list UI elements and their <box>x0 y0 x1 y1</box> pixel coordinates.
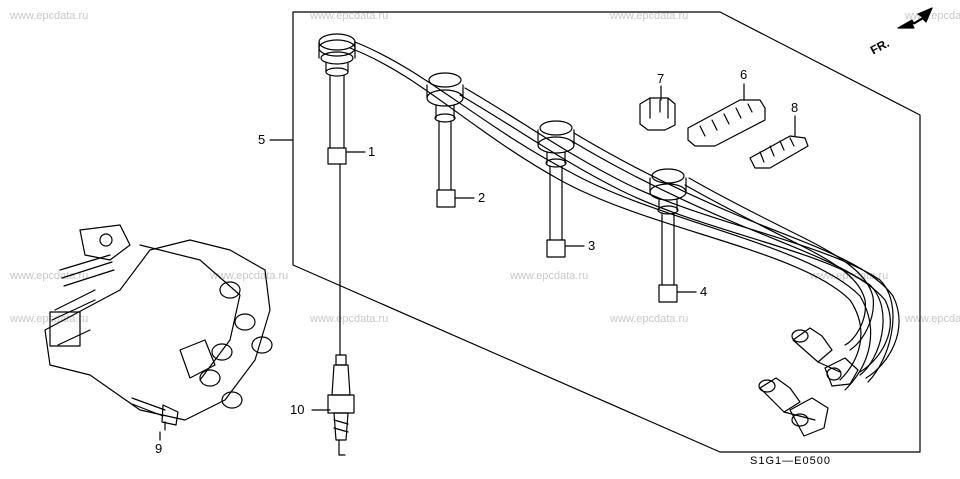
watermark: www.epcdata.ru <box>210 270 289 282</box>
distributor <box>44 224 273 421</box>
watermark: www.epcdata.ru <box>610 313 689 325</box>
plug-wire-2 <box>426 72 464 208</box>
watermark: www.epcdata.ru <box>905 313 960 325</box>
wire-holder-8 <box>749 135 809 169</box>
distributor-boots <box>758 327 859 437</box>
plug-wire-1 <box>318 33 356 165</box>
callout-1: 1 <box>368 144 376 159</box>
ignition-wire-bundle <box>349 41 900 391</box>
callout-4: 4 <box>700 284 708 299</box>
callout-5: 5 <box>258 132 266 147</box>
front-arrow-icon <box>897 7 933 29</box>
watermark: www.epcdata.ru <box>510 270 589 282</box>
watermark: www.epcdata.ru <box>10 313 89 325</box>
callout-6: 6 <box>740 67 748 82</box>
callout-7: 7 <box>657 71 665 86</box>
watermark: www.epcdata.ru <box>10 10 89 22</box>
watermark: www.epcdata.ru <box>310 10 389 22</box>
watermark: www.epcdata.ru <box>905 10 960 22</box>
wire-holder-6 <box>687 99 766 147</box>
watermark: www.epcdata.ru <box>310 313 389 325</box>
plug-wire-3 <box>537 120 575 258</box>
watermark: www.epcdata.ru <box>10 270 89 282</box>
callout-3: 3 <box>588 238 596 253</box>
plug-wire-4 <box>649 168 687 303</box>
callout-10: 10 <box>290 402 305 417</box>
wire-holder-7 <box>639 97 676 131</box>
distributor-bolt <box>131 397 179 431</box>
callout-9: 9 <box>155 441 163 456</box>
watermark: www.epcdata.ru <box>610 10 689 22</box>
diagram-code: S1G1—E0500 <box>750 455 831 467</box>
spark-plug <box>327 164 355 456</box>
callout-8: 8 <box>791 100 799 115</box>
callout-2: 2 <box>478 190 486 205</box>
kit-outline <box>292 11 921 453</box>
